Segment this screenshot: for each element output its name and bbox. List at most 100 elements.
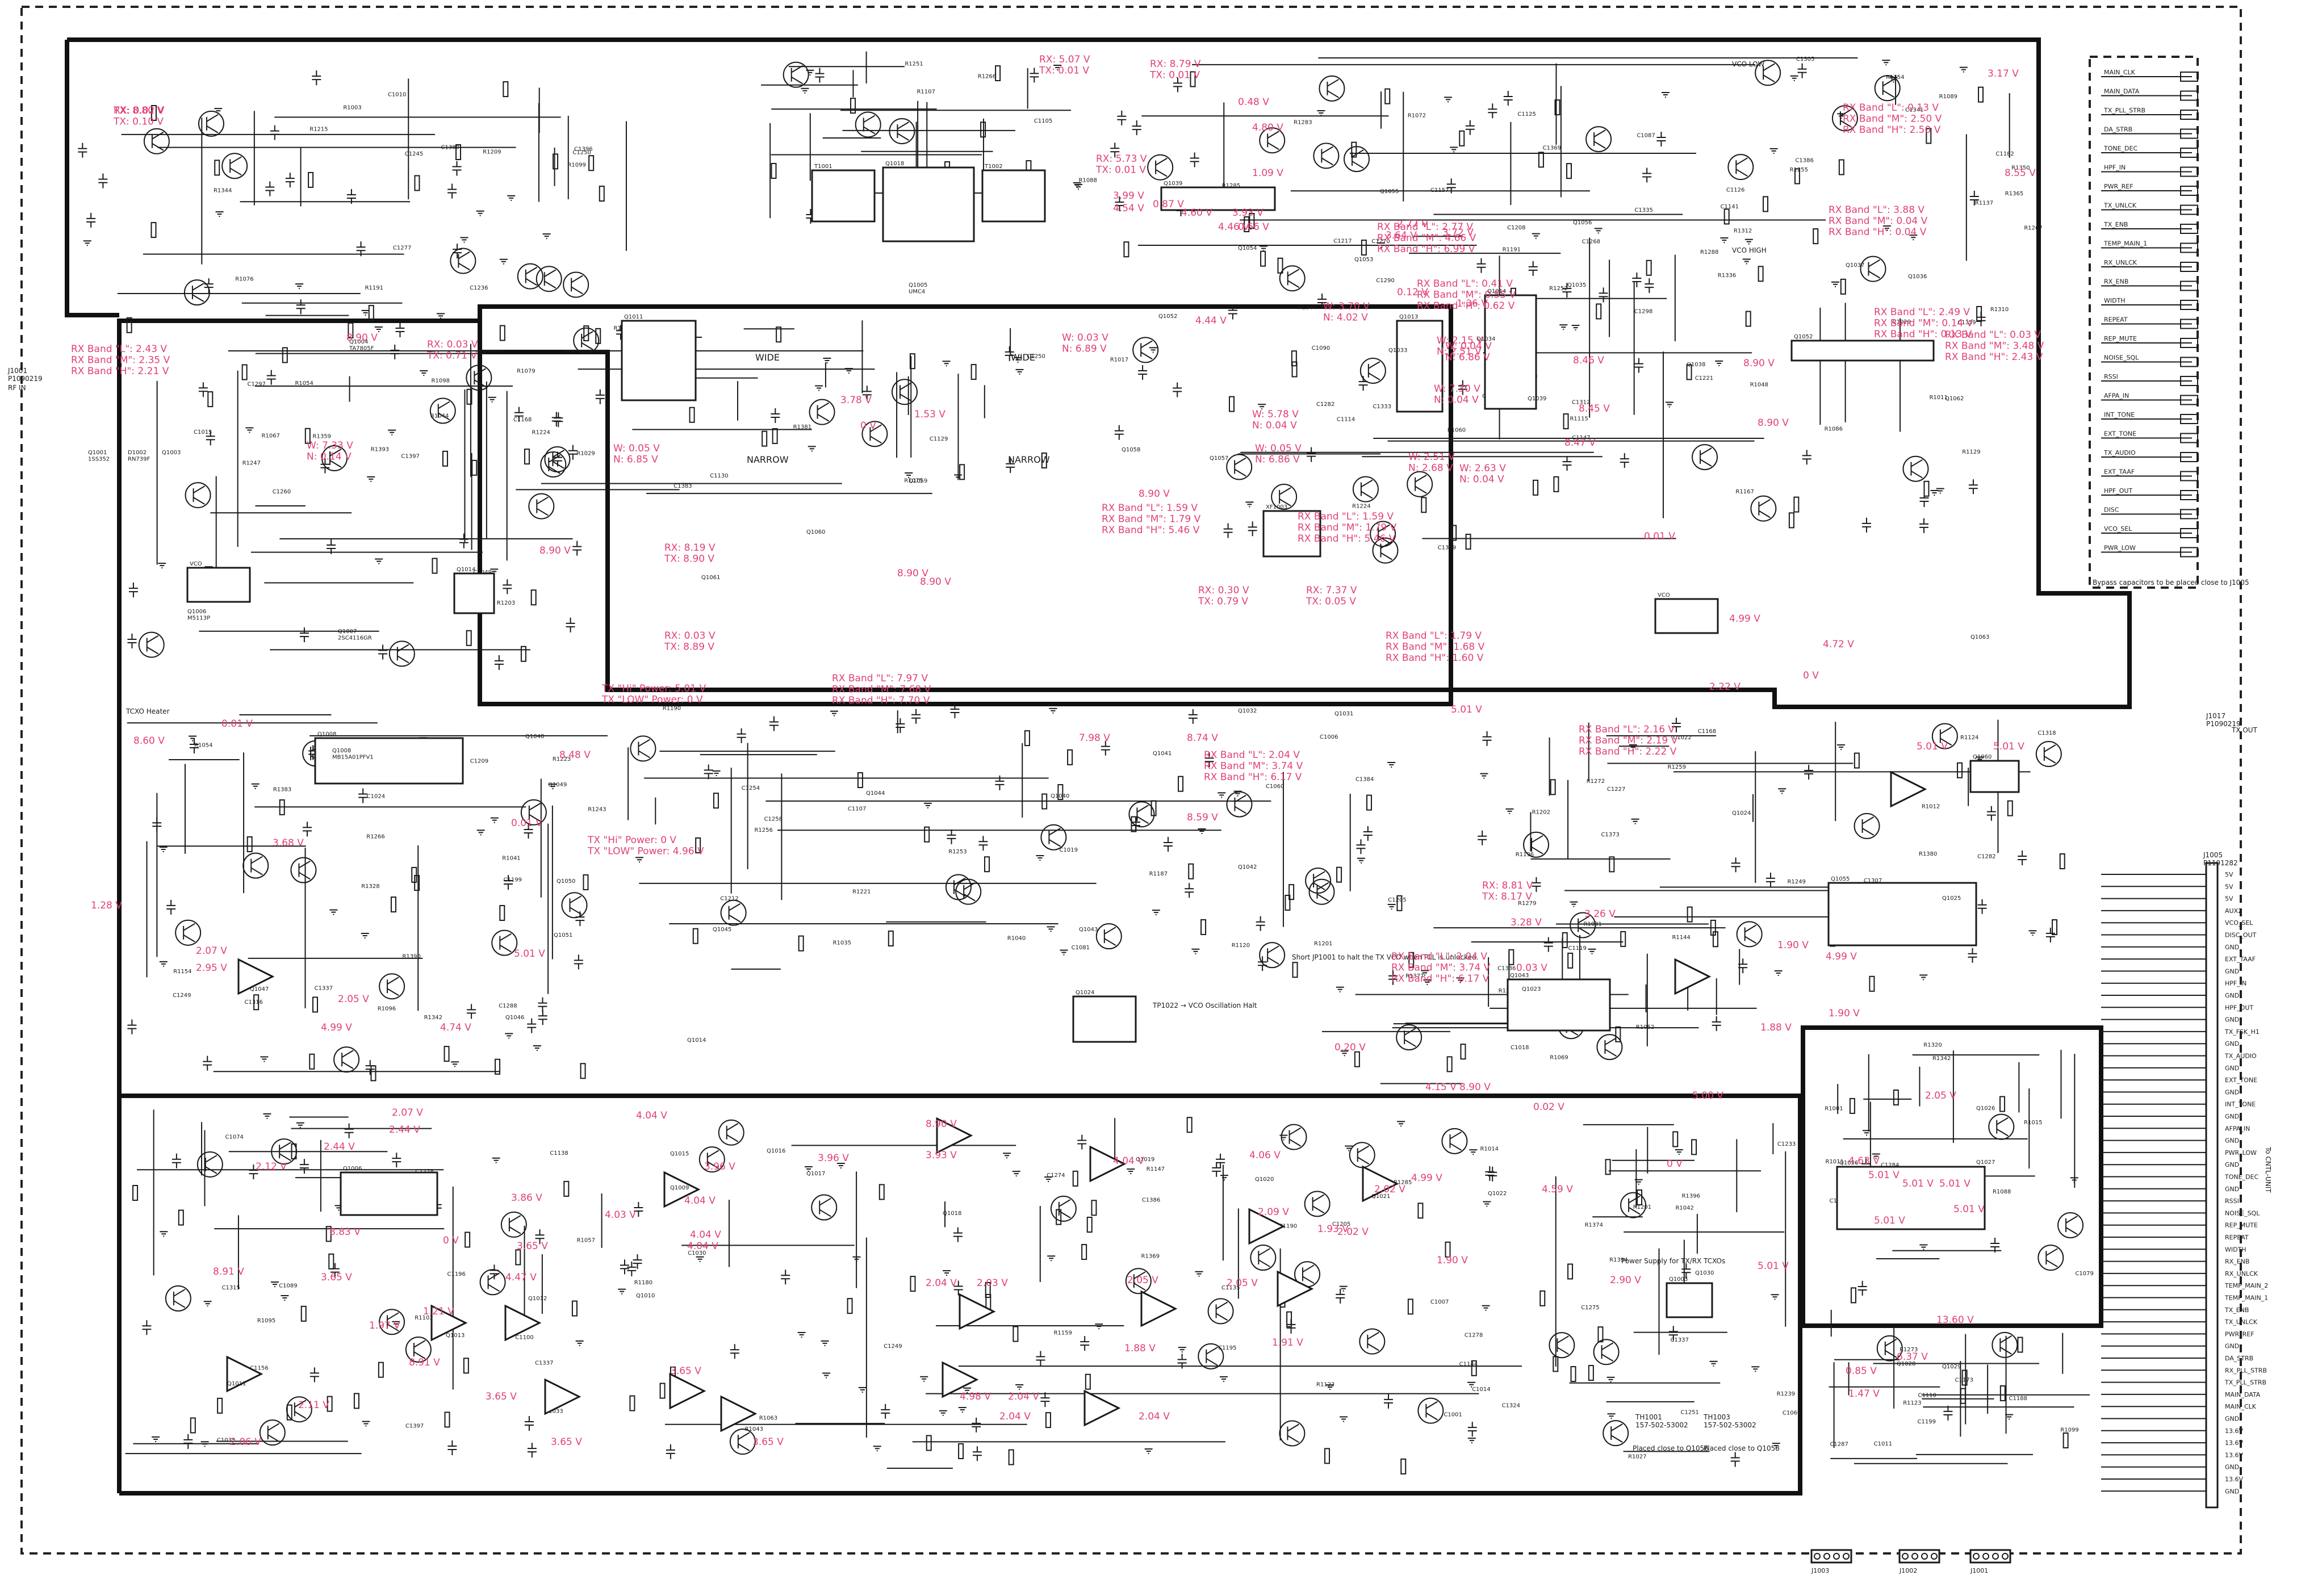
transistor-symbol: [379, 1309, 405, 1335]
resistor-symbol: [580, 1063, 586, 1079]
component-label: C1209: [470, 758, 488, 764]
svg-text:REPEAT: REPEAT: [2104, 316, 2128, 324]
svg-text:Q1039: Q1039: [1164, 181, 1182, 187]
connector-right-pin: REP_MUTE: [2101, 1222, 2258, 1229]
resistor-symbol: [1408, 952, 1415, 968]
main-frame-upper: [67, 37, 2132, 1496]
resistor-symbol: [327, 1396, 333, 1412]
component-label: C1337: [315, 985, 333, 991]
ground-symbol: [2005, 1414, 2014, 1420]
svg-text:R1288: R1288: [1700, 249, 1718, 255]
svg-text:GND: GND: [2225, 1137, 2239, 1145]
component-label: C1324: [1502, 1402, 1520, 1409]
ground-symbol: [1661, 92, 1670, 98]
ground-symbol: [245, 427, 254, 433]
resistor-symbol: [958, 1443, 964, 1459]
svg-text:R1147: R1147: [1147, 1166, 1165, 1172]
component-label: C1290: [1376, 278, 1394, 284]
transistor-symbol: [1620, 1192, 1647, 1218]
voltage-label: 3.26 V: [1584, 908, 1616, 920]
transistor-symbol: [429, 397, 456, 424]
component-label: C1087: [1637, 132, 1655, 139]
svg-text:R1060: R1060: [1447, 427, 1466, 433]
component-ref: Q1059: [909, 478, 927, 484]
component-label: C1173: [1955, 1377, 1973, 1383]
component-label: C1010: [388, 91, 406, 98]
ground-symbol: [806, 69, 814, 76]
capacitor-symbol: [1730, 1452, 1740, 1467]
transistor-symbol: [491, 929, 518, 956]
component-label: C1249: [173, 992, 191, 999]
component-label: R1115: [1570, 416, 1588, 422]
capacitor-symbol: [206, 430, 215, 446]
component-label: R1202: [1532, 810, 1550, 816]
transistor-symbol: [1226, 454, 1253, 480]
component-label: R1014: [1480, 1146, 1499, 1152]
resistor-symbol: [980, 122, 986, 138]
component-ref: Q1053: [1354, 257, 1373, 263]
resistor-symbol: [1081, 1244, 1087, 1260]
component-ref: Q1062: [1945, 396, 1964, 402]
svg-text:R1099: R1099: [567, 162, 585, 169]
component-label: R1012: [1922, 804, 1940, 810]
voltage-label: 8.90 V: [1459, 1082, 1491, 1093]
connector-right-pin: 5V: [2101, 883, 2233, 890]
transistor-symbol: [698, 1146, 725, 1173]
resistor-symbol: [1407, 1298, 1413, 1315]
capacitor-symbol: [995, 775, 1005, 790]
resistor-symbol: [1553, 1356, 1559, 1372]
capacitor-symbol: [972, 1417, 981, 1432]
connector-top-pin: VCO_SEL: [2101, 525, 2198, 538]
svg-text:RX_PLL_STRB: RX_PLL_STRB: [2225, 1367, 2267, 1374]
component-label: C1156: [250, 1365, 268, 1371]
capacitor-symbol: [978, 836, 988, 851]
svg-text:C1030: C1030: [688, 1250, 706, 1256]
capacitor-symbol: [535, 1229, 545, 1245]
svg-text:R1191: R1191: [365, 285, 383, 291]
svg-text:Q1014: Q1014: [457, 567, 475, 573]
component-label: R1310: [1990, 307, 2009, 313]
ground-symbol: [158, 563, 166, 569]
voltage-label: 5.01 V: [514, 948, 545, 960]
component-ref: Q1029: [1942, 1364, 1961, 1370]
transistor-symbol: [720, 899, 747, 926]
resistor-symbol: [444, 1046, 450, 1062]
op-amp-symbol: [663, 1171, 701, 1208]
transistor-symbol: [242, 852, 269, 879]
component-label: R1201: [1633, 1204, 1651, 1210]
svg-text:Q1008: Q1008: [317, 731, 336, 738]
svg-text:C1074: C1074: [225, 1134, 243, 1140]
svg-text:C1312: C1312: [1572, 399, 1590, 405]
resistor-symbol: [1417, 1203, 1424, 1219]
svg-text:REP_MUTE: REP_MUTE: [2104, 335, 2137, 342]
voltage-label: 8.90 V: [346, 332, 378, 344]
transistor-symbol: [479, 1269, 506, 1296]
resistor-symbol: [1712, 931, 1718, 948]
resistor-symbol: [1188, 863, 1194, 879]
connector-right-pin: GND: [2101, 1088, 2239, 1096]
capacitor-symbol: [344, 1123, 354, 1138]
component-label: C1182: [1995, 151, 2014, 157]
voltage-label: 4.99 V: [1729, 613, 1760, 625]
left-top-frame: [65, 40, 119, 317]
component-label: C1386: [1795, 157, 1813, 164]
svg-text:MAIN_DATA: MAIN_DATA: [2104, 88, 2140, 95]
ground-symbol: [1423, 979, 1432, 985]
capacitor-symbol: [730, 1344, 739, 1359]
voltage-label: 2.06 V: [230, 1436, 261, 1448]
svg-text:C1205: C1205: [1332, 1221, 1350, 1228]
component-label: R1285: [1222, 183, 1240, 189]
op-amp-symbol: [544, 1378, 581, 1415]
svg-text:C1190: C1190: [1279, 1224, 1297, 1230]
transistor-symbol: [1305, 868, 1332, 894]
component-ref: Q1037: [1846, 262, 1864, 269]
resistor-symbol: [1013, 1326, 1019, 1342]
connector-right-pin: TX_PLL_STRB: [2101, 1379, 2266, 1386]
resistor-symbol: [1838, 159, 1844, 175]
ground-symbol: [388, 429, 396, 435]
capacitor-symbol: [320, 458, 330, 474]
svg-text:C1389: C1389: [1438, 545, 1456, 551]
